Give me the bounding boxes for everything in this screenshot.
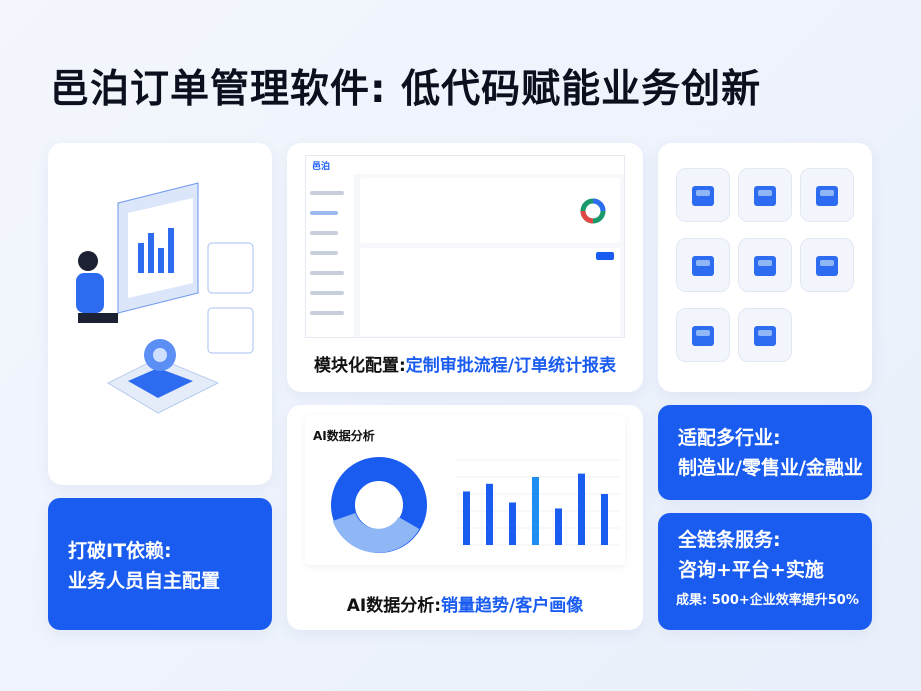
document-icon — [676, 238, 730, 292]
caption-prefix: AI数据分析: — [346, 596, 442, 616]
industry-card: 适配多行业: 制造业/零售业/金融业 — [658, 405, 872, 500]
package-icon — [738, 238, 792, 292]
break-it-dependency-card: 打破IT依赖: 业务人员自主配置 — [48, 498, 272, 630]
card-line: 全链条服务: — [678, 529, 781, 551]
app-mockup: 邑泊 — [305, 155, 625, 338]
ai-analysis-card: AI数据分析 AI数据分析:销量趋势/客户画像 — [287, 405, 643, 630]
new-button[interactable] — [596, 252, 614, 260]
mockup-sidebar — [306, 174, 354, 337]
bar — [532, 477, 539, 545]
bar — [486, 483, 493, 545]
feature-icons-card — [658, 143, 872, 392]
caption-prefix: 模块化配置: — [313, 356, 406, 376]
mockup-logo: 邑泊 — [306, 156, 624, 174]
blocks-icon — [738, 308, 792, 362]
bar — [601, 494, 608, 545]
user-cube-icon — [800, 238, 854, 292]
card-line: 适配多行业: — [678, 427, 781, 449]
caption-highlight: 销量趋势/客户画像 — [441, 596, 584, 616]
card-line: 成果: 500+企业效率提升50% — [676, 593, 859, 608]
bar — [509, 502, 516, 545]
bar — [578, 473, 585, 545]
card-line: 咨询+平台+实施 — [678, 559, 824, 581]
panel-title: AI数据分析 — [313, 429, 375, 443]
mini-donut — [580, 198, 606, 224]
cube-icon — [800, 168, 854, 222]
modular-config-card: 邑泊 模块化配置:定制审批流程/订单统计报表 — [287, 143, 643, 392]
order-table — [360, 248, 620, 336]
caption-highlight: 定制审批流程/订单统计报表 — [405, 356, 617, 376]
illustration-card — [48, 143, 272, 485]
stack-layers-icon — [676, 168, 730, 222]
page-title: 邑泊订单管理软件: 低代码赋能业务创新 — [50, 67, 762, 112]
card-line: 制造业/零售业/金融业 — [678, 457, 863, 479]
ai-caption: AI数据分析:销量趋势/客户画像 — [287, 591, 643, 616]
box-share-icon — [738, 168, 792, 222]
donut-chart — [331, 457, 427, 553]
bar — [463, 491, 470, 545]
service-card: 全链条服务: 咨询+平台+实施 成果: 500+企业效率提升50% — [658, 513, 872, 630]
bar — [555, 508, 562, 545]
card-line: 业务人员自主配置 — [68, 570, 221, 592]
bar-chart — [455, 459, 620, 546]
modular-caption: 模块化配置:定制审批流程/订单统计报表 — [287, 351, 643, 376]
workstation-illustration — [76, 182, 254, 414]
folder-app-icon — [676, 308, 730, 362]
card-line: 打破IT依赖: — [68, 540, 172, 562]
